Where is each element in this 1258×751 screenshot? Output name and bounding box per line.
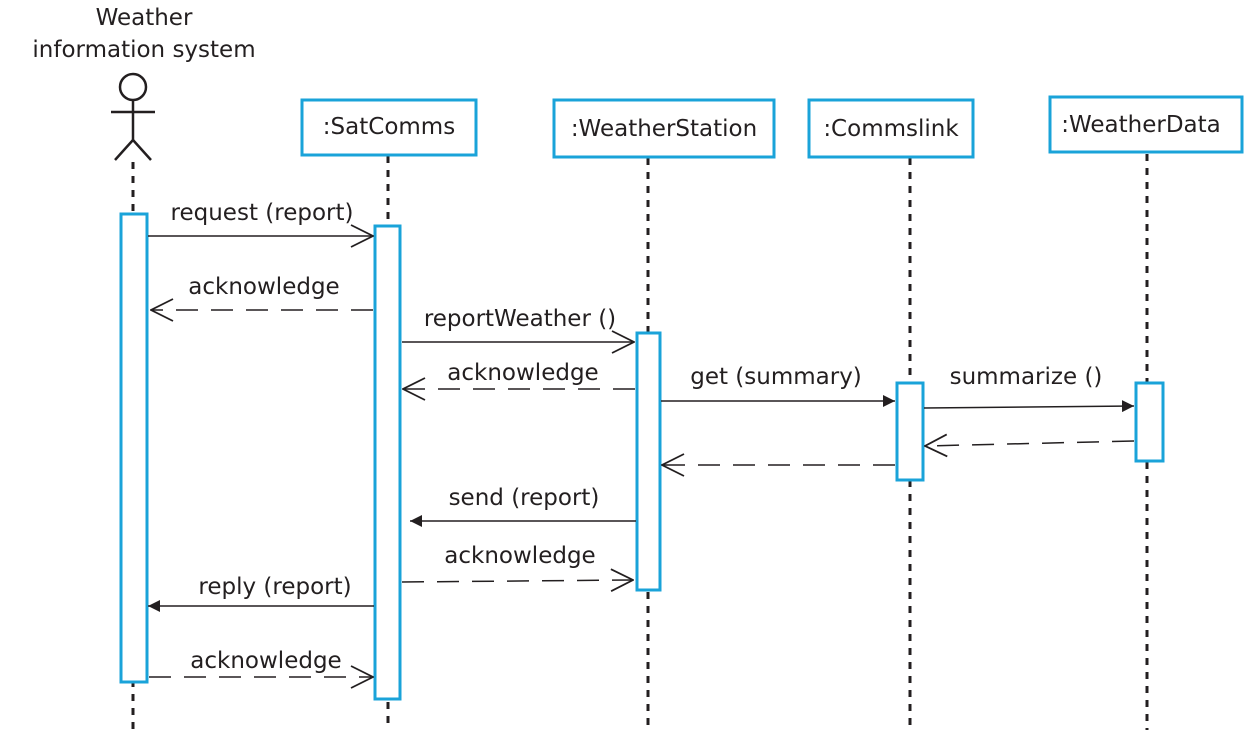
- object-weatherstation: :WeatherStation: [552, 98, 776, 159]
- message-acknowledge-return-arrow: [401, 580, 633, 582]
- object-label: :SatComms: [323, 114, 455, 140]
- object-weatherdata: :WeatherData: [1048, 95, 1244, 154]
- message-summarize-label: summarize (): [950, 364, 1103, 390]
- actor-title-line2: information system: [32, 37, 255, 63]
- message-summarize-arrow: [923, 400, 1135, 413]
- message-reply-label: reply (report): [198, 574, 351, 600]
- object-label: :WeatherData: [1061, 112, 1221, 138]
- message-reportweather-label: reportWeather (): [424, 306, 616, 332]
- weatherdata-activation-bar: [1134, 381, 1165, 463]
- object-commslink: :Commslink: [807, 98, 975, 159]
- actor: Weather information system: [32, 5, 256, 161]
- object-satcomms: :SatComms: [300, 98, 478, 157]
- object-label: :Commslink: [823, 116, 959, 142]
- message-send-label: send (report): [449, 485, 600, 511]
- object-label: :WeatherStation: [571, 116, 757, 142]
- stick-figure-actor-icon: [111, 72, 155, 161]
- message-get-label: get (summary): [690, 364, 862, 390]
- message-acknowledge-label: acknowledge: [447, 360, 598, 386]
- commslink-activation-bar: [895, 381, 925, 482]
- message-acknowledge-label: acknowledge: [190, 648, 341, 674]
- message-acknowledge-label: acknowledge: [444, 543, 595, 569]
- weatherstation-activation-bar: [635, 331, 662, 592]
- actor-title-line1: Weather: [96, 5, 193, 31]
- satcomms-activation-bar: [373, 224, 402, 701]
- message-summarize-return-arrow: [925, 441, 1135, 446]
- actor-activation-bar: [119, 212, 149, 684]
- message-acknowledge-label: acknowledge: [188, 274, 339, 300]
- message-request-label: request (report): [171, 200, 354, 226]
